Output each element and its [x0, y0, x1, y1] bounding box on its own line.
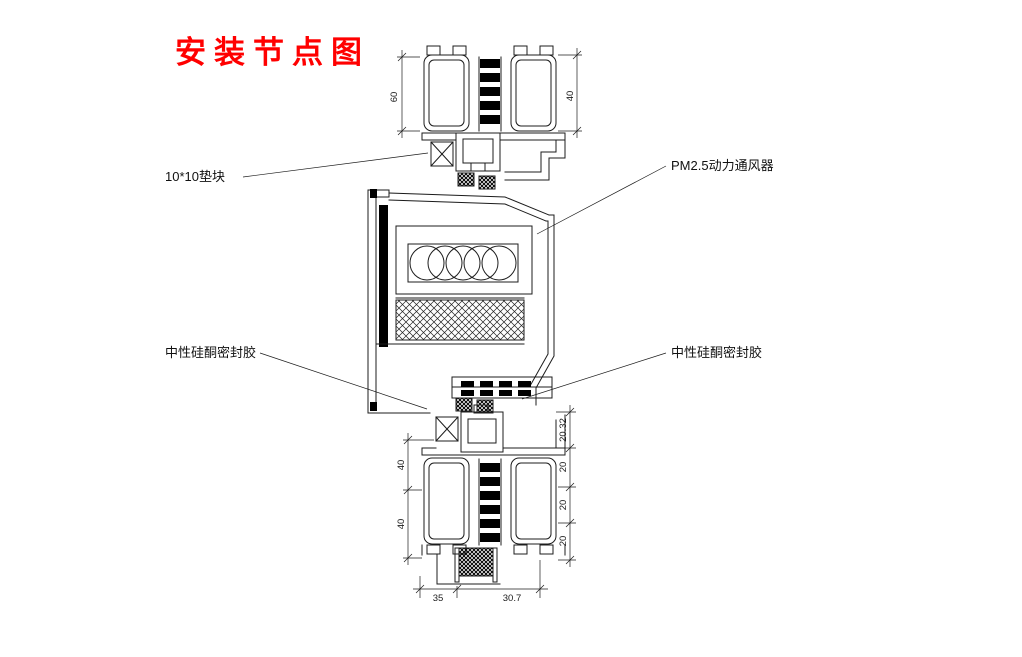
dim-bottom-left-upper-40: 40 — [396, 460, 407, 471]
thermal-break-mid — [461, 381, 531, 396]
dim-bottom-right-20c: 20 — [558, 536, 569, 547]
dimension-lines — [397, 48, 582, 598]
sealant-gaskets-top — [457, 172, 496, 190]
dim-bottom-width-35: 35 — [433, 593, 444, 604]
leader-lines — [242, 152, 667, 410]
dim-bottom-right-20a: 20 — [558, 462, 569, 473]
thermal-break-bottom — [480, 463, 500, 542]
drawing-title: 安装节点图 — [175, 35, 370, 70]
label-spacer-block: 10*10垫块 — [165, 169, 225, 184]
label-ventilator: PM2.5动力通风器 — [671, 158, 774, 173]
dim-top-left-60: 60 — [389, 92, 400, 103]
label-sealant-left: 中性硅酮密封胶 — [165, 345, 256, 360]
dim-bottom-left-lower-40: 40 — [396, 519, 407, 530]
top-frame-section — [421, 45, 566, 181]
ventilator-body — [367, 189, 555, 414]
sealant-gaskets-mid — [455, 397, 494, 414]
bottom-frame-section — [421, 404, 566, 585]
thermal-break-top — [480, 59, 500, 124]
dim-top-right-40: 40 — [565, 91, 576, 102]
spacer-block-bottom — [435, 416, 459, 442]
label-sealant-right: 中性硅酮密封胶 — [671, 345, 762, 360]
dim-bottom-right-20b: 20 — [558, 500, 569, 511]
dim-bottom-right-2032: 20.32 — [558, 418, 569, 442]
dim-bottom-width-307: 30.7 — [503, 593, 522, 604]
spacer-block-top — [430, 141, 454, 167]
